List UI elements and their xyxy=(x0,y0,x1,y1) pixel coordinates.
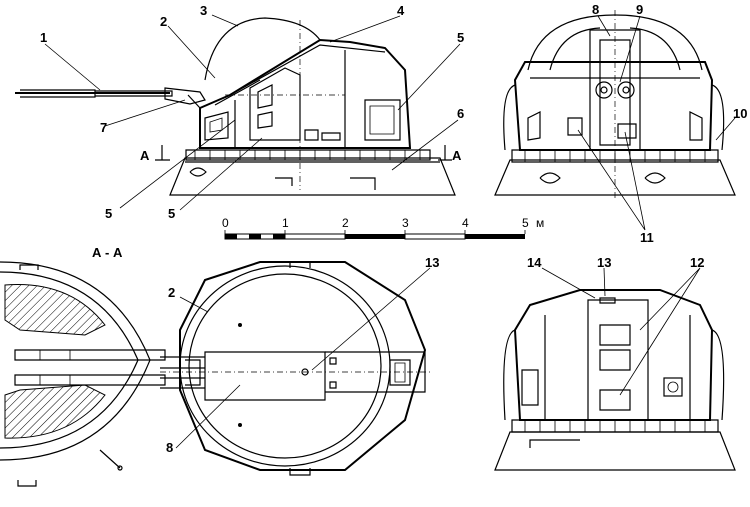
scale-tick-4: 4 xyxy=(462,216,469,230)
callout-5-mid: 5 xyxy=(168,206,175,221)
front-view xyxy=(494,10,736,200)
top-view xyxy=(160,261,430,476)
callout-12: 12 xyxy=(690,255,704,270)
section-title: А - А xyxy=(92,245,123,260)
leader-lines xyxy=(44,14,736,449)
section-labels: А - А А А xyxy=(92,148,462,260)
callout-labels: 1 2 3 4 5 6 7 5 5 8 9 10 11 12 13 14 13 … xyxy=(40,2,747,455)
callout-9: 9 xyxy=(636,2,643,17)
scale-tick-5: 5 xyxy=(522,216,529,230)
scale-tick-3: 3 xyxy=(402,216,409,230)
callout-10: 10 xyxy=(733,106,747,121)
callout-7: 7 xyxy=(100,120,107,135)
callout-6: 6 xyxy=(457,106,464,121)
scale-tick-1: 1 xyxy=(282,216,289,230)
section-mark-right: А xyxy=(452,148,462,163)
callout-2-top: 2 xyxy=(168,285,175,300)
callout-13-top: 13 xyxy=(425,255,439,270)
rear-view xyxy=(494,289,736,471)
scale-tick-2: 2 xyxy=(342,216,349,230)
callout-4: 4 xyxy=(397,3,405,18)
callout-13-rear: 13 xyxy=(597,255,611,270)
section-a-a-view xyxy=(0,261,166,487)
section-mark-left: А xyxy=(140,148,150,163)
scale-unit: м xyxy=(536,216,544,230)
callout-11: 11 xyxy=(640,230,654,245)
callout-5-left: 5 xyxy=(105,206,112,221)
callout-3: 3 xyxy=(200,3,207,18)
scale-bar: 0 1 2 3 4 5 м xyxy=(222,216,544,240)
callout-5-right: 5 xyxy=(457,30,464,45)
callout-14: 14 xyxy=(527,255,542,270)
callout-1: 1 xyxy=(40,30,47,45)
callout-8-top: 8 xyxy=(166,440,173,455)
callout-8-front: 8 xyxy=(592,2,599,17)
side-view xyxy=(15,17,456,196)
scale-tick-0: 0 xyxy=(222,216,229,230)
callout-2: 2 xyxy=(160,14,167,29)
